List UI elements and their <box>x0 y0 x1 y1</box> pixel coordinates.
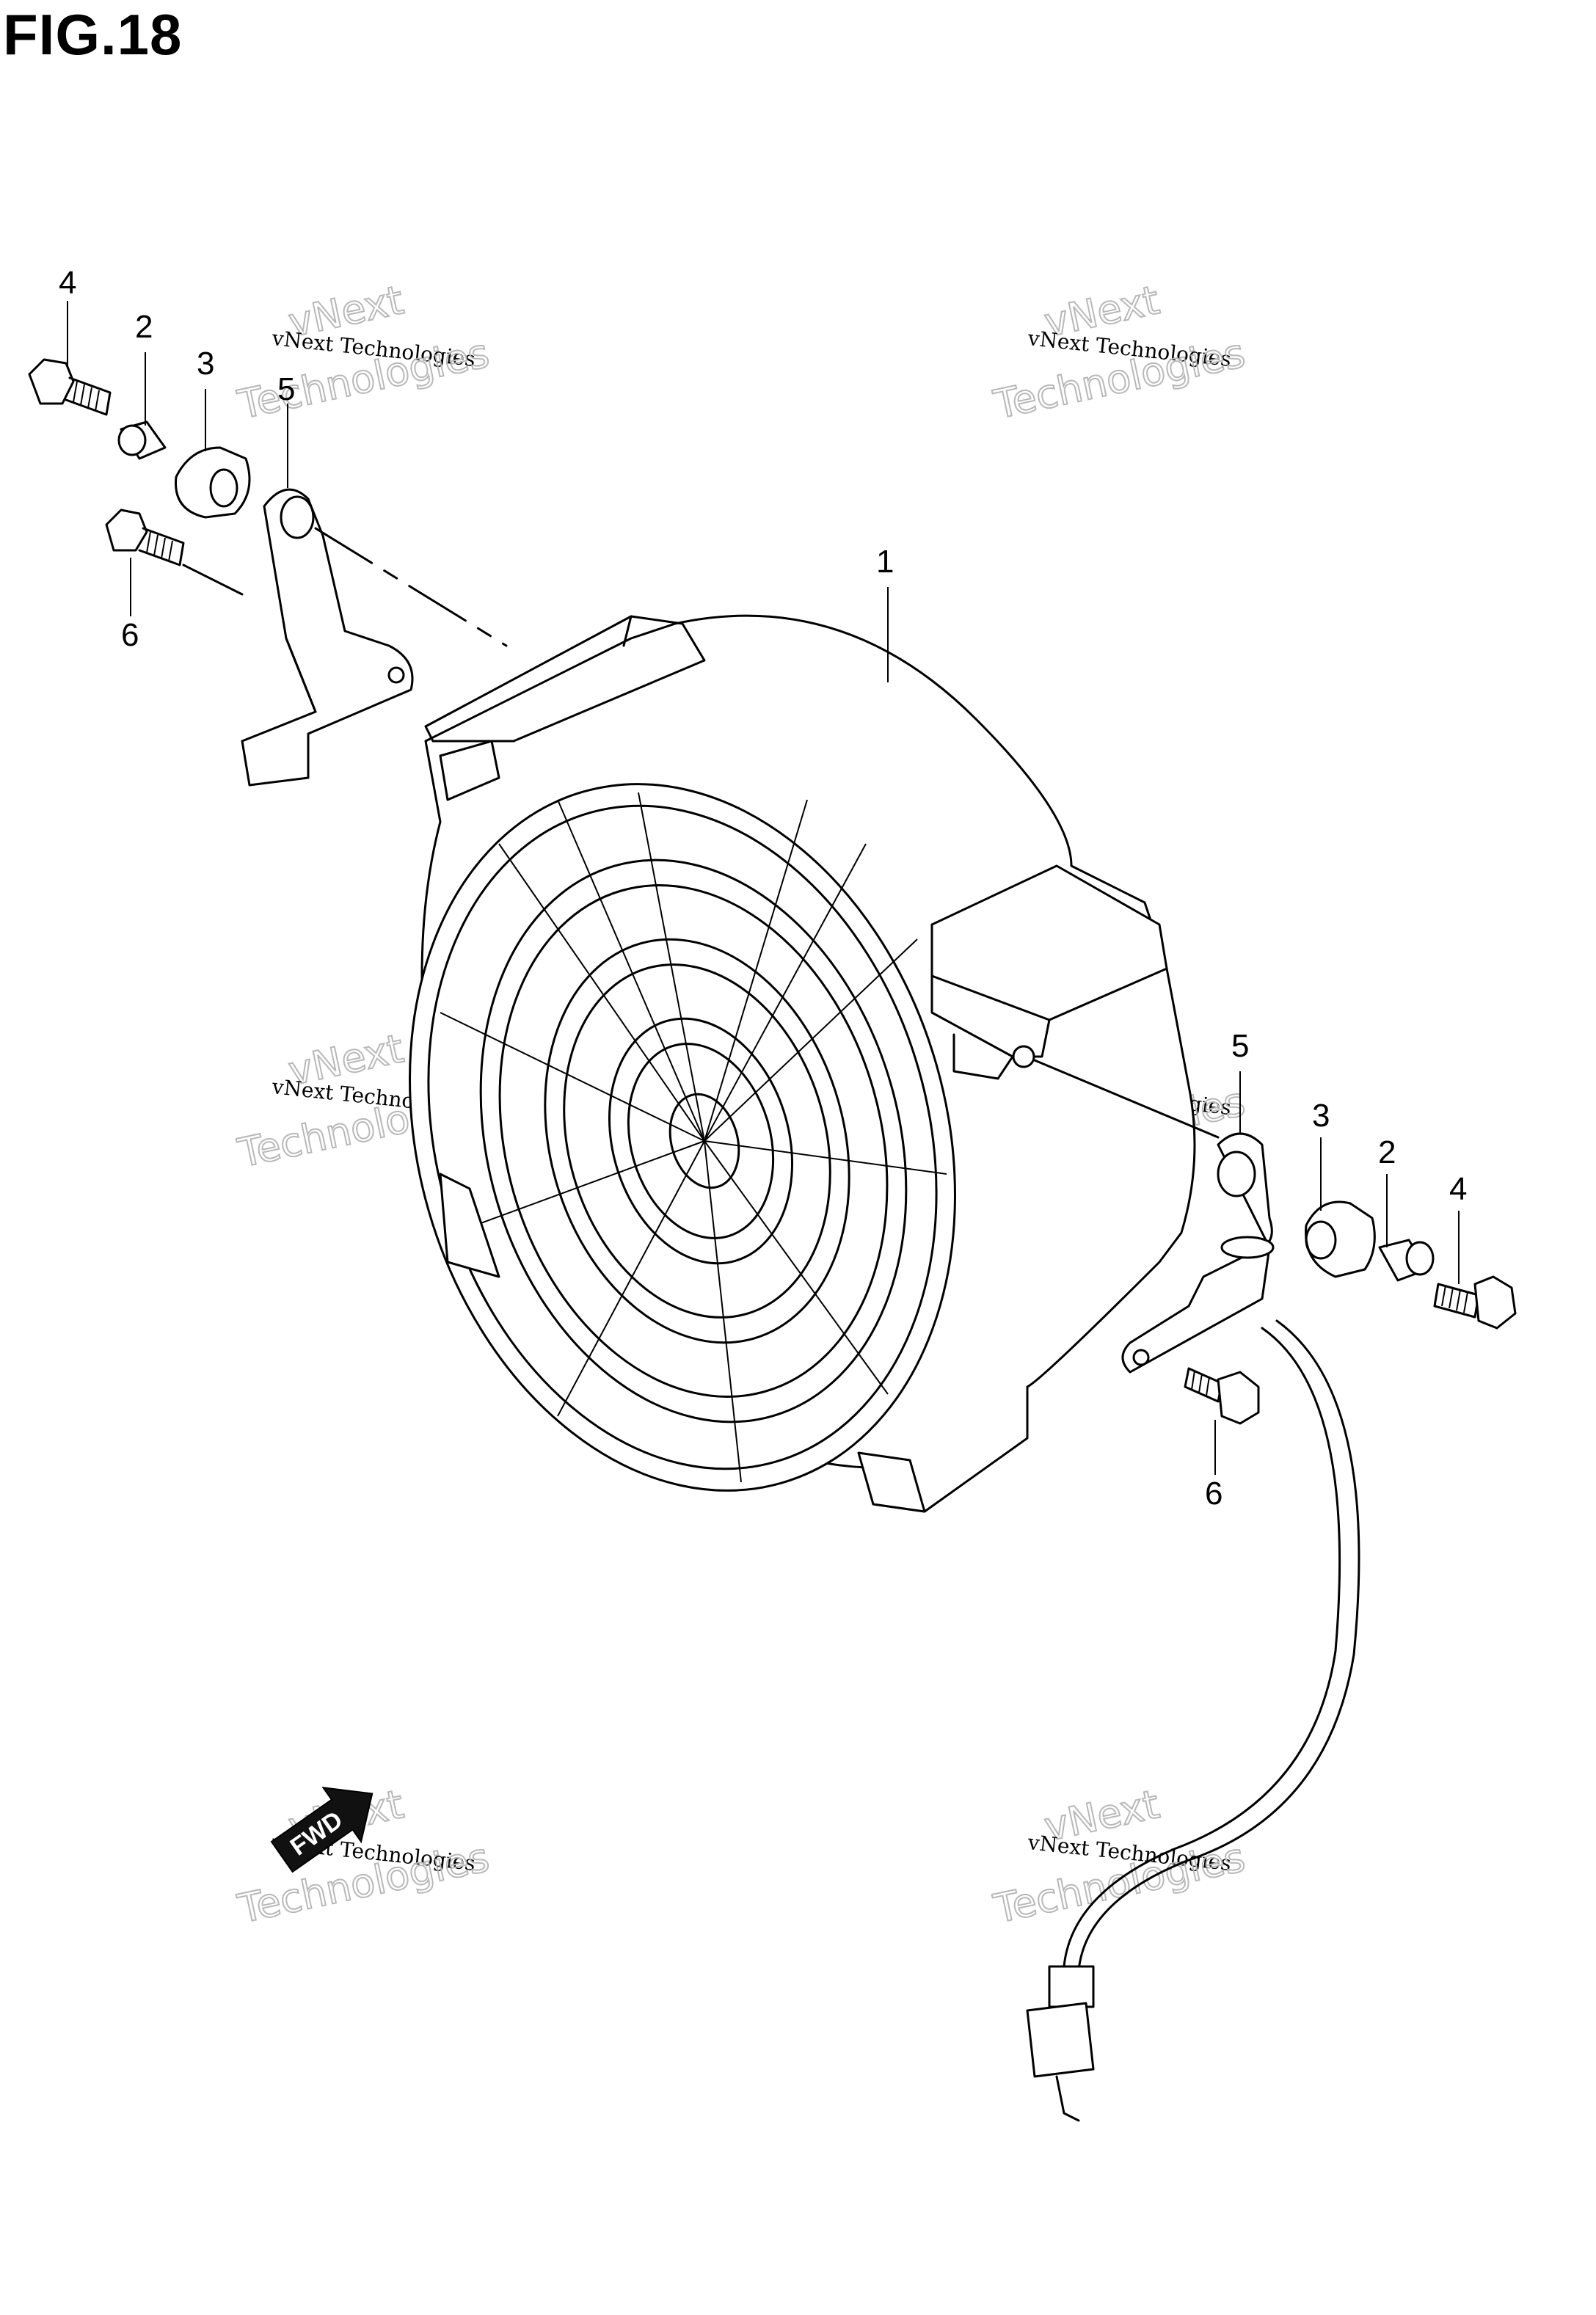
callout-left-4: 4 <box>59 265 76 301</box>
bracket-left <box>241 488 414 787</box>
bolt-right-6 <box>1184 1367 1260 1425</box>
fan-grille-ring-1 <box>479 858 908 1423</box>
leader-left-bracket <box>314 527 508 647</box>
wire-connector-plug <box>1026 2002 1095 2078</box>
collar-left-2 <box>117 420 167 460</box>
bolt-left-6 <box>105 508 185 566</box>
callout-left-3: 3 <box>197 346 214 382</box>
callout-left-5: 5 <box>277 371 295 407</box>
wire-harness <box>1026 1319 1360 2122</box>
callout-right-3: 3 <box>1312 1098 1330 1134</box>
callout-left-2: 2 <box>135 309 153 345</box>
figure-title: FIG.18 <box>3 2 183 67</box>
fan-hub <box>668 1093 740 1189</box>
grommet-right-3 <box>1305 1200 1376 1278</box>
connector-pin <box>1012 1045 1035 1068</box>
callout-right-5: 5 <box>1231 1028 1249 1064</box>
callout-leaders <box>67 301 1460 1475</box>
callout-right-4: 4 <box>1449 1171 1467 1207</box>
watermark-1: vNext vNext Technologies Technologies <box>233 276 494 429</box>
watermark-2: vNext vNext Technologies Technologies <box>989 276 1250 429</box>
collar-right-2 <box>1378 1239 1435 1282</box>
callout-left-6: 6 <box>121 617 139 653</box>
fan-grille-spokes <box>440 792 947 1483</box>
bolt-right-4 <box>1433 1275 1517 1330</box>
fan-motor-assembly <box>409 614 1196 1513</box>
fan-grille-ring-2 <box>544 938 850 1344</box>
bolt-left-4 <box>28 358 112 416</box>
housing-foot-left <box>439 1173 500 1278</box>
watermark-6: vNext vNext Technologies Technologies <box>989 1780 1250 1933</box>
fan-shroud-outer <box>409 783 956 1492</box>
callout-right-6: 6 <box>1205 1476 1222 1512</box>
connector-sleeve <box>1048 1965 1095 2008</box>
callout-part-1: 1 <box>876 544 894 580</box>
leader-right-bracket <box>1033 1059 1220 1139</box>
housing-foot-bottom <box>857 1451 926 1513</box>
callout-right-2: 2 <box>1378 1134 1396 1170</box>
grommet-left-3 <box>175 446 251 519</box>
bracket-right <box>1121 1132 1275 1374</box>
housing-tab-topleft <box>439 740 500 801</box>
fan-grille-ring-3 <box>608 1017 794 1265</box>
leader-left-bolt6 <box>182 564 244 596</box>
